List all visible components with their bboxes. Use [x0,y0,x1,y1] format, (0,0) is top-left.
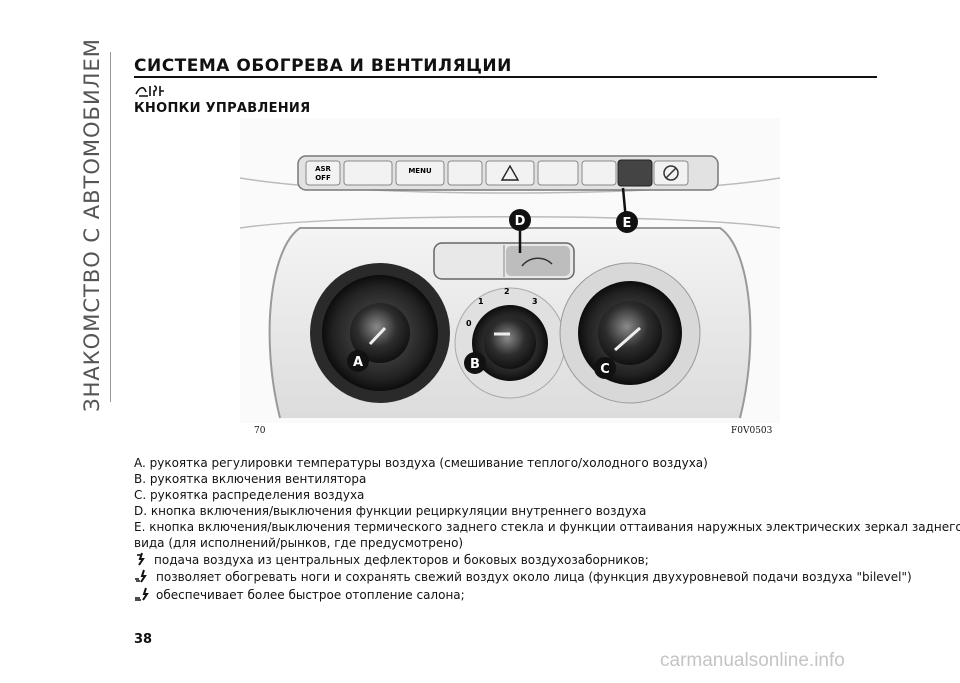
air-mode-foot: обеспечивает более быстрое отопление сал… [134,587,465,603]
svg-text:A: A [353,355,363,370]
watermark: carmanualsonline.info [660,650,845,671]
foot-vent-icon [135,587,149,601]
callout-a: A [347,350,369,372]
callout-c: C [594,357,616,379]
air-mode-face-text: подача воздуха из центральных дефлекторо… [154,553,649,567]
fan-scale-1: 1 [478,297,484,306]
description-b: B. рукоятка включения вентилятора [134,472,367,486]
svg-text:C: C [600,362,610,377]
fan-scale-0: 0 [466,319,472,328]
bilevel-vent-icon [135,569,147,583]
side-divider [110,52,111,402]
temperature-knob [310,263,450,403]
fan-speed-knob: 0 1 2 3 [454,287,566,399]
description-e: E. кнопка включения/выключения термическ… [134,520,960,534]
figure-number: 70 [254,426,266,436]
face-vent-icon [137,552,145,566]
description-e-cont: вида (для исполнений/рынков, где предусм… [134,536,464,550]
callout-e: E [616,211,638,233]
title-rule [134,76,877,78]
callout-d: D [509,209,531,231]
section-side-label-text: ЗНАКОМСТВО С АВТОМОБИЛЕМ [80,38,104,412]
air-mode-bilevel-text: позволяет обогревать ноги и сохранять св… [156,570,912,584]
air-mode-bilevel: позволяет обогревать ноги и сохранять св… [134,569,912,585]
callout-b: B [464,352,486,374]
section-side-label: ЗНАКОМСТВО С АВТОМОБИЛЕМ [62,38,122,412]
fan-scale-2: 2 [504,287,510,296]
asr-off-label: OFF [315,174,331,182]
page-number: 38 [134,632,153,647]
svg-text:B: B [470,357,480,372]
air-distribution-knob [559,262,701,404]
svg-text:E: E [623,216,632,231]
climate-control-figure: ASR OFF MENU 0 1 2 3 D E [240,118,780,423]
asr-label: ASR [315,165,331,173]
section-subtitle: КНОПКИ УПРАВЛЕНИЯ [134,101,311,116]
description-c: C. рукоятка распределения воздуха [134,488,365,502]
menu-label: MENU [408,167,432,175]
svg-text:D: D [515,214,526,229]
air-mode-face: подача воздуха из центральных дефлекторо… [134,552,649,568]
figure-code: F0V0503 [731,426,773,436]
description-a: A. рукоятка регулировки температуры возд… [134,456,708,470]
description-d: D. кнопка включения/выключения функции р… [134,504,647,518]
climate-fan-icon [135,85,164,97]
air-mode-foot-text: обеспечивает более быстрое отопление сал… [156,588,465,602]
page-title: СИСТЕМА ОБОГРЕВА И ВЕНТИЛЯЦИИ [134,56,512,76]
fan-scale-3: 3 [532,297,538,306]
